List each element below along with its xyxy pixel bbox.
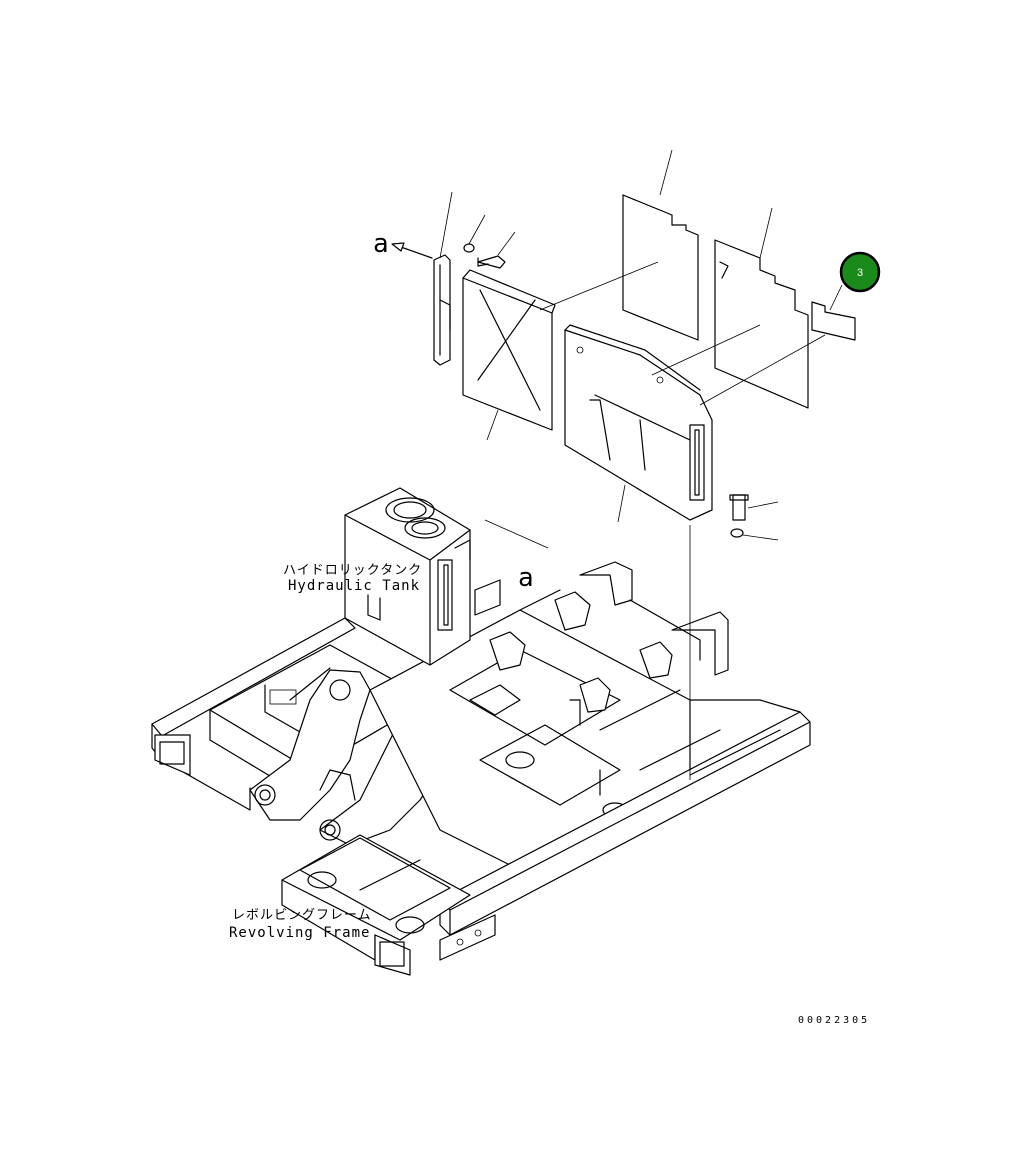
leader-lines [391,149,843,780]
callout-number: 3 [857,267,863,279]
right-cover-panel [714,239,809,409]
view-marker-a-top: a [373,229,389,259]
hydraulic-tank [344,487,501,666]
hydraulic-tank-label-jp: ハイドロリックタンク [283,563,422,578]
lower-bolt-part [729,494,749,521]
callout-circle[interactable] [839,251,881,293]
washer-part [463,243,475,253]
callout-3[interactable]: 3 [839,251,881,293]
lower-washer-part [730,528,744,538]
square-plate-part [462,269,556,431]
bolt-part [477,255,506,269]
left-bracket-part [433,254,451,366]
view-marker-a-mid: a [518,563,534,593]
upper-cover-panel [622,194,699,341]
revolving-frame-label-jp: レボルビングフレーム [232,908,372,923]
main-bracket-panel [564,324,713,521]
drawing-code: 00022305 [798,1015,870,1026]
revolving-frame-label-en: Revolving Frame [229,925,370,941]
small-block-part [811,301,856,341]
revolving-frame [151,561,811,976]
hydraulic-tank-label-en: Hydraulic Tank [288,578,420,594]
